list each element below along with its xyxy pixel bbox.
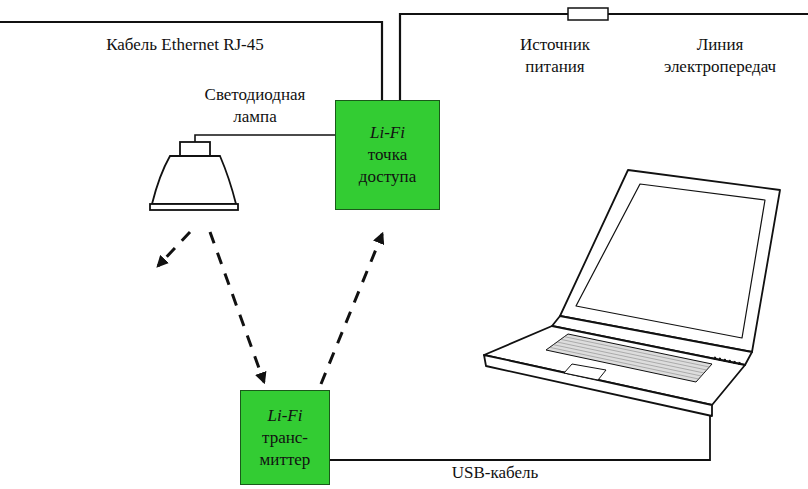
diagram-label: Линия электропередач bbox=[640, 34, 800, 78]
diagram-label: Кабель Ethernet RJ-45 bbox=[60, 34, 310, 56]
keyboard-row bbox=[557, 342, 704, 373]
led-lamp bbox=[150, 142, 238, 210]
box-text: Li-Fi bbox=[268, 405, 303, 427]
ethernet-cable bbox=[0, 22, 382, 100]
box-text: транс- миттер bbox=[247, 427, 323, 471]
diagram-label: Светодиодная лампа bbox=[195, 84, 315, 128]
keyboard-keys bbox=[550, 337, 710, 379]
keyboard-row bbox=[550, 347, 699, 379]
box-text: точка доступа bbox=[342, 144, 433, 188]
power-line bbox=[608, 13, 808, 15]
light-ray bbox=[210, 232, 264, 382]
diagram-label: Источник питания bbox=[500, 34, 610, 78]
light-ray bbox=[158, 232, 190, 266]
light-link-arrow bbox=[321, 234, 382, 384]
power-source-symbol bbox=[568, 8, 608, 20]
usb-cable bbox=[330, 412, 710, 460]
lifi-device-box: Li-Fiтранс- миттер bbox=[240, 390, 330, 485]
lamp-wire bbox=[195, 135, 335, 142]
laptop bbox=[484, 170, 780, 416]
lifi-device-box: Li-Fiточка доступа bbox=[335, 100, 440, 210]
box-text: Li-Fi bbox=[370, 122, 405, 144]
diagram-label: USB-кабель bbox=[430, 462, 560, 484]
keyboard-row bbox=[553, 345, 701, 376]
